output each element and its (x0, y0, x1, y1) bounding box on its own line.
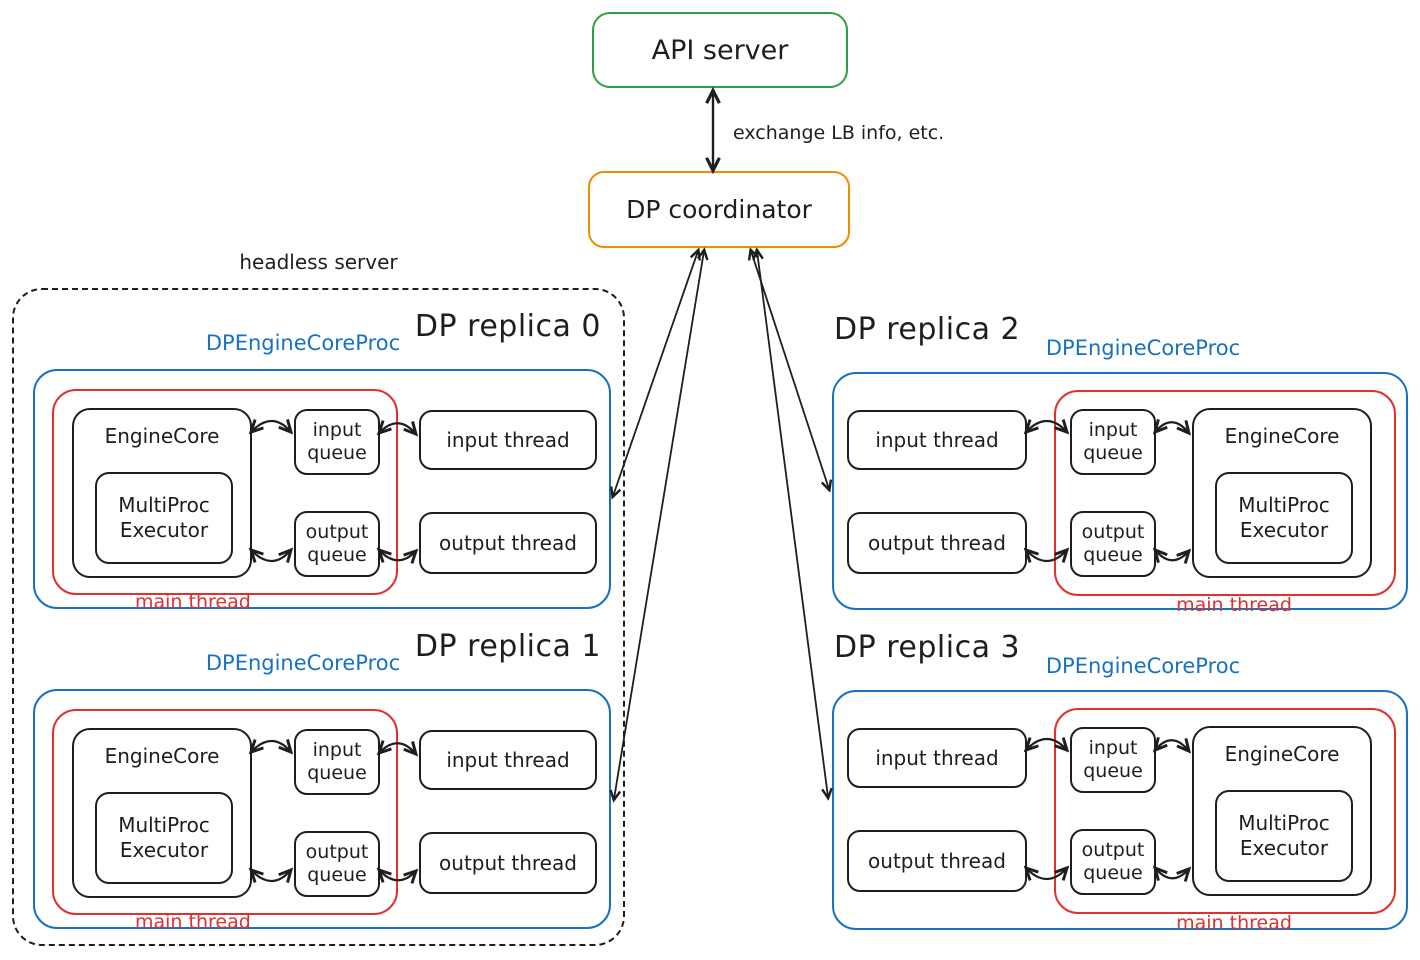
input-thread-box: input thread (847, 410, 1027, 470)
dpenginecoreproc-label: DPEngineCoreProc (205, 651, 401, 675)
dpenginecoreproc-label: DPEngineCoreProc (1045, 336, 1241, 360)
engine-core-box: EngineCore MultiProc Executor (72, 408, 252, 578)
input-thread-box: input thread (419, 730, 597, 790)
dp-replica-2: DP replica 2 DPEngineCoreProc input thre… (832, 312, 1408, 616)
input-queue-box: input queue (1070, 727, 1156, 793)
coordinator-replica1-arrow (614, 251, 704, 799)
multiproc-executor-box: MultiProc Executor (1215, 472, 1353, 564)
headless-server-label: headless server (239, 250, 398, 274)
dp-replica-0: DP replica 0 DPEngineCoreProc EngineCore… (33, 309, 611, 613)
replica-title: DP replica 2 (834, 312, 1021, 347)
multiproc-executor-box: MultiProc Executor (95, 472, 233, 564)
engine-core-box: EngineCore MultiProc Executor (1192, 726, 1372, 896)
input-thread-box: input thread (847, 728, 1027, 788)
multiproc-executor-box: MultiProc Executor (1215, 790, 1353, 882)
exchange-lb-label: exchange LB info, etc. (733, 122, 945, 144)
dpenginecoreproc-label: DPEngineCoreProc (205, 331, 401, 355)
api-server-box: API server (592, 12, 848, 88)
output-thread-box: output thread (419, 512, 597, 574)
engine-core-box: EngineCore MultiProc Executor (72, 728, 252, 898)
main-thread-label: main thread (135, 911, 251, 933)
output-queue-box: output queue (294, 831, 380, 897)
engine-core-label: EngineCore (1224, 742, 1340, 766)
output-thread-box: output thread (847, 512, 1027, 574)
main-thread-boundary (52, 389, 398, 595)
input-queue-box: input queue (294, 729, 380, 795)
engine-core-label: EngineCore (104, 744, 220, 768)
dp-replica-3: DP replica 3 DPEngineCoreProc input thre… (832, 630, 1408, 934)
output-queue-box: output queue (294, 511, 380, 577)
main-thread-label: main thread (1176, 912, 1292, 934)
coordinator-replica3-arrow (757, 251, 828, 797)
output-thread-box: output thread (847, 830, 1027, 892)
main-thread-boundary (52, 709, 398, 915)
main-thread-boundary (1054, 390, 1396, 596)
main-thread-label: main thread (135, 591, 251, 613)
input-queue-box: input queue (294, 409, 380, 475)
dpenginecoreproc-label: DPEngineCoreProc (1045, 654, 1241, 678)
engine-core-box: EngineCore MultiProc Executor (1192, 408, 1372, 578)
main-thread-boundary (1054, 708, 1396, 914)
input-thread-box: input thread (419, 410, 597, 470)
output-thread-box: output thread (419, 832, 597, 894)
api-server-label: API server (651, 34, 789, 66)
replica-title: DP replica 3 (834, 630, 1021, 665)
dp-replica-1: DP replica 1 DPEngineCoreProc EngineCore… (33, 629, 611, 933)
engine-core-label: EngineCore (104, 424, 220, 448)
multiproc-executor-box: MultiProc Executor (95, 792, 233, 884)
coordinator-replica2-arrow (751, 251, 829, 489)
engine-core-label: EngineCore (1224, 424, 1340, 448)
coordinator-replica0-arrow (613, 251, 698, 496)
output-queue-box: output queue (1070, 511, 1156, 577)
output-queue-box: output queue (1070, 829, 1156, 895)
dp-coordinator-label: DP coordinator (626, 195, 812, 224)
dp-coordinator-box: DP coordinator (588, 171, 850, 248)
replica-title: DP replica 1 (414, 629, 601, 664)
replica-title: DP replica 0 (414, 309, 601, 344)
input-queue-box: input queue (1070, 409, 1156, 475)
main-thread-label: main thread (1176, 594, 1292, 616)
